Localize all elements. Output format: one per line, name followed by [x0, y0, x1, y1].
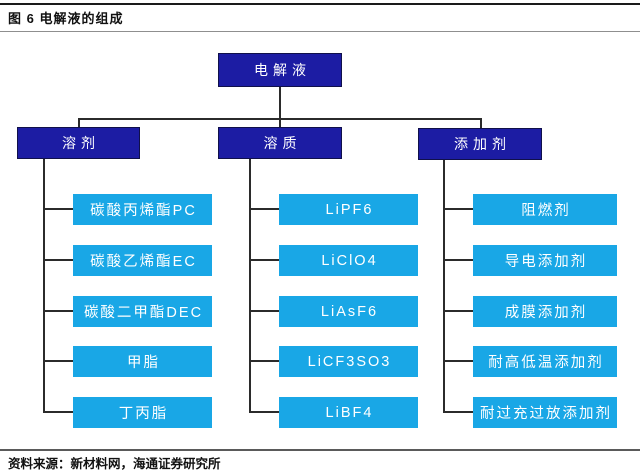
connector-stub [443, 310, 473, 312]
node-solute: 溶质 [218, 127, 342, 159]
top-rule [0, 3, 640, 5]
connector-stub [249, 360, 279, 362]
node-film-forming-additive: 成膜添加剂 [473, 296, 617, 327]
title-divider [0, 31, 640, 32]
node-ec: 碳酸乙烯酯EC [73, 245, 212, 276]
node-methyl-ester: 甲脂 [73, 346, 212, 377]
node-solvent: 溶剂 [17, 127, 140, 159]
connector-trunk-solute [249, 159, 251, 413]
connector-drop-additive [480, 118, 482, 129]
connector-stub [443, 259, 473, 261]
node-additive: 添加剂 [418, 128, 542, 160]
connector-drop-solvent [78, 118, 80, 128]
connector-stub [249, 208, 279, 210]
figure-title: 图 6 电解液的组成 [8, 11, 124, 26]
node-liasf6: LiAsF6 [279, 296, 418, 327]
connector-stub [43, 310, 73, 312]
connector-stub [443, 208, 473, 210]
connector-trunk-additive [443, 160, 445, 413]
connector-stub [43, 411, 73, 413]
node-pc: 碳酸丙烯酯PC [73, 194, 212, 225]
node-libf4: LiBF4 [279, 397, 418, 428]
node-flame-retardant: 阻燃剂 [473, 194, 617, 225]
connector-stub [43, 360, 73, 362]
node-overcharge-additive: 耐过充过放添加剂 [473, 397, 617, 428]
connector-root-drop [279, 87, 281, 118]
connector-stub [249, 259, 279, 261]
connector-stub [43, 208, 73, 210]
footer-rule [0, 449, 640, 451]
connector-stub [443, 411, 473, 413]
connector-stub [43, 259, 73, 261]
node-butyl-propyl-ester: 丁丙脂 [73, 397, 212, 428]
connector-stub [249, 310, 279, 312]
node-licf3so3: LiCF3SO3 [279, 346, 418, 377]
node-conductive-additive: 导电添加剂 [473, 245, 617, 276]
connector-drop-solute [279, 118, 281, 128]
connector-stub [249, 411, 279, 413]
node-liclo4: LiClO4 [279, 245, 418, 276]
source-note: 资料来源：新材料网，海通证券研究所 [8, 457, 221, 471]
node-temperature-additive: 耐高低温添加剂 [473, 346, 617, 377]
connector-trunk-solvent [43, 159, 45, 413]
node-electrolyte: 电解液 [218, 53, 342, 87]
node-lipf6: LiPF6 [279, 194, 418, 225]
node-dec: 碳酸二甲酯DEC [73, 296, 212, 327]
connector-stub [443, 360, 473, 362]
